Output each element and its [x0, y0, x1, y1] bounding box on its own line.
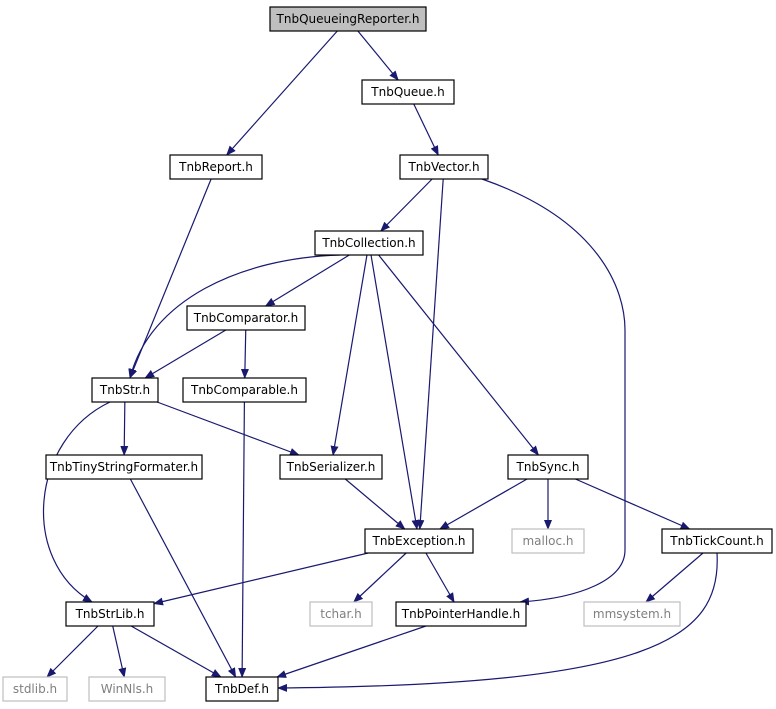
edge-vector-to-exception: [416, 178, 444, 530]
node-label: TnbPointerHandle.h: [401, 607, 520, 621]
edge-strlib-to-def: [130, 625, 222, 678]
node-box: [45, 454, 203, 480]
node-comparable[interactable]: TnbComparable.h: [182, 377, 307, 403]
node-label: TnbSync.h: [516, 460, 580, 474]
node-label: tchar.h: [320, 607, 362, 621]
node-box: [269, 6, 427, 32]
node-serializer[interactable]: TnbSerializer.h: [279, 454, 383, 480]
node-strlib[interactable]: TnbStrLib.h: [65, 601, 155, 627]
node-label: TnbReport.h: [178, 160, 253, 174]
edge-tick-to-def: [277, 552, 718, 692]
node-box: [279, 454, 383, 480]
edge-str-to-tiny: [120, 401, 129, 456]
node-exception[interactable]: TnbException.h: [364, 528, 474, 554]
node-box: [399, 154, 489, 180]
node-tick[interactable]: TnbTickCount.h: [661, 528, 773, 554]
nodes-layer: TnbQueueingReporter.hTnbQueue.hTnbReport…: [2, 6, 773, 702]
edge-tiny-to-def: [129, 478, 237, 678]
node-malloc[interactable]: malloc.h: [511, 528, 585, 554]
node-box: [91, 377, 159, 403]
node-label: mmsystem.h: [593, 607, 671, 621]
edge-sync-to-tick: [575, 478, 691, 530]
edge-sync-to-exception: [439, 478, 528, 530]
node-box: [395, 601, 527, 627]
node-box: [511, 528, 585, 554]
node-tchar[interactable]: tchar.h: [309, 601, 373, 627]
node-box: [361, 79, 455, 105]
node-label: TnbStrLib.h: [75, 607, 145, 621]
node-label: TnbQueue.h: [370, 85, 444, 99]
edge-vector-to-collection: [380, 178, 433, 232]
edge-collection-to-exception: [370, 254, 420, 530]
edge-exception-to-pointer: [425, 552, 455, 603]
node-str[interactable]: TnbStr.h: [91, 377, 159, 403]
node-vector[interactable]: TnbVector.h: [399, 154, 489, 180]
node-box: [88, 676, 166, 702]
node-label: TnbTinyStringFormater.h: [49, 460, 198, 474]
node-box: [205, 676, 279, 702]
node-report[interactable]: TnbReport.h: [169, 154, 263, 180]
node-box: [364, 528, 474, 554]
edge-str-to-strlib: [42, 401, 111, 603]
node-winnls[interactable]: WinNls.h: [88, 676, 166, 702]
edge-pointer-to-def: [276, 625, 427, 678]
edge-comparator-to-comparable: [240, 329, 249, 379]
node-comparator[interactable]: TnbComparator.h: [186, 305, 306, 331]
node-queue[interactable]: TnbQueue.h: [361, 79, 455, 105]
node-box: [186, 305, 306, 331]
node-stdlib[interactable]: stdlib.h: [2, 676, 68, 702]
node-box: [583, 601, 681, 627]
edge-tick-to-mmsystem: [645, 552, 704, 603]
edge-strlib-to-winnls: [112, 625, 127, 678]
edge-exception-to-strlib: [153, 552, 369, 606]
edge-collection-to-serializer: [330, 254, 368, 456]
edge-collection-to-comparator: [264, 254, 350, 307]
edge-collection-to-str: [128, 254, 341, 379]
node-box: [169, 154, 263, 180]
edge-reporter-to-queue: [357, 30, 399, 81]
edge-queue-to-vector: [413, 103, 439, 156]
edge-serializer-to-exception: [344, 478, 406, 530]
node-label: TnbComparator.h: [193, 311, 299, 325]
edge-comparator-to-str: [144, 329, 227, 379]
node-box: [661, 528, 773, 554]
node-reporter[interactable]: TnbQueueingReporter.h: [269, 6, 427, 32]
edge-strlib-to-stdlib: [46, 625, 99, 678]
node-label: TnbStr.h: [99, 383, 150, 397]
edges-layer: [42, 30, 718, 692]
node-label: TnbVector.h: [407, 160, 479, 174]
node-collection[interactable]: TnbCollection.h: [314, 230, 424, 256]
edge-comparable-to-def: [238, 401, 247, 678]
node-box: [507, 454, 589, 480]
edge-exception-to-tchar: [353, 552, 407, 603]
node-label: WinNls.h: [101, 682, 154, 696]
node-label: malloc.h: [522, 534, 573, 548]
node-pointer[interactable]: TnbPointerHandle.h: [395, 601, 527, 627]
node-box: [309, 601, 373, 627]
edge-reporter-to-report: [226, 30, 338, 156]
node-box: [182, 377, 307, 403]
edge-vector-to-pointer: [481, 178, 626, 606]
node-box: [2, 676, 68, 702]
node-label: TnbSerializer.h: [286, 460, 376, 474]
node-box: [65, 601, 155, 627]
node-label: TnbCollection.h: [321, 236, 415, 250]
node-label: TnbTickCount.h: [669, 534, 763, 548]
node-def[interactable]: TnbDef.h: [205, 676, 279, 702]
node-sync[interactable]: TnbSync.h: [507, 454, 589, 480]
node-mmsystem[interactable]: mmsystem.h: [583, 601, 681, 627]
edge-collection-to-sync: [378, 254, 540, 456]
node-label: TnbComparable.h: [190, 383, 298, 397]
node-box: [314, 230, 424, 256]
edge-str-to-serializer: [156, 401, 300, 456]
node-label: TnbException.h: [371, 534, 465, 548]
node-label: stdlib.h: [13, 682, 57, 696]
node-tiny[interactable]: TnbTinyStringFormater.h: [45, 454, 203, 480]
node-label: TnbDef.h: [214, 682, 269, 696]
node-label: TnbQueueingReporter.h: [276, 12, 420, 26]
